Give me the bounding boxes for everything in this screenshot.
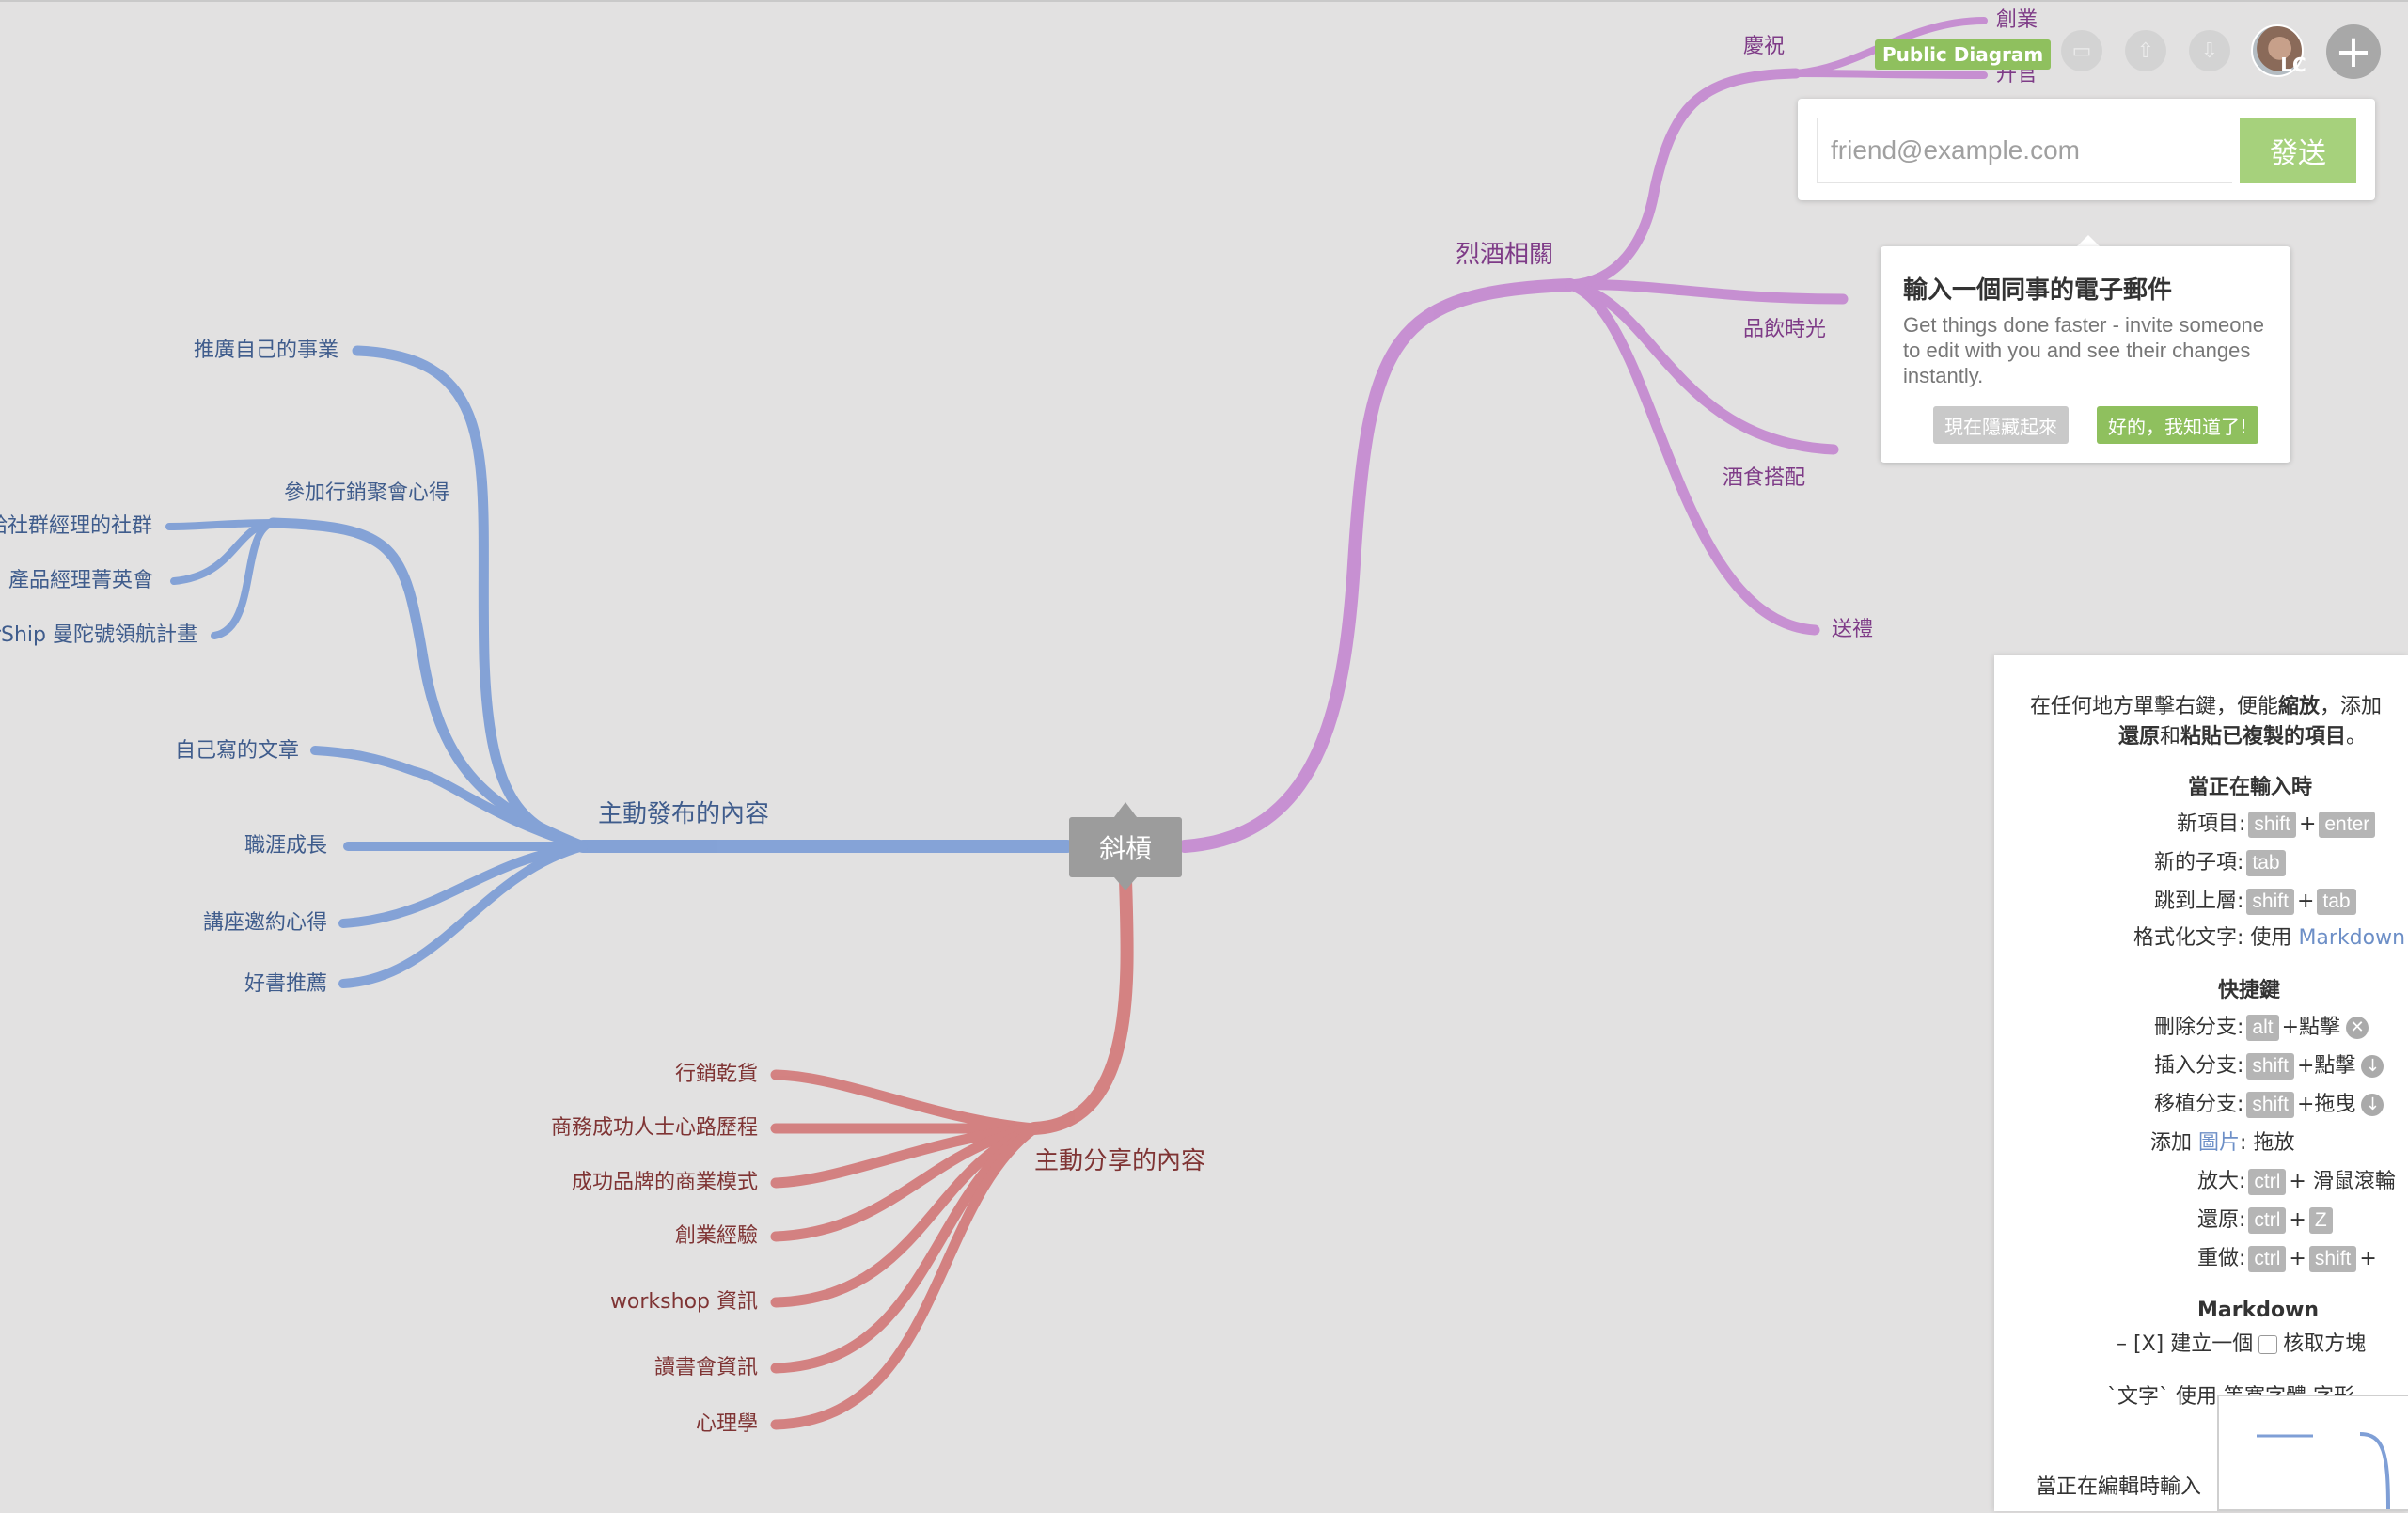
node-blue-sub[interactable]: 給社群經理的社群 [0,514,152,538]
help-panel: 在任何地方單擊右鍵，便能縮放，添加 還原和粘貼已複製的項目。 當正在輸入時 新項… [1994,655,2408,1511]
node-blue-sub[interactable]: MentorShip 曼陀號領航計畫 [0,623,197,647]
node-blue-child[interactable]: 好書推薦 [244,972,327,996]
window-top-border [0,0,2408,2]
help-redo: 重做:ctrl+shift+ [2197,1246,2377,1272]
node-pink-child[interactable]: 酒食搭配 [1723,466,1806,490]
shortcuts-heading: 快捷鍵 [2218,979,2281,1002]
branch-line-red-5 [770,1123,1040,1308]
help-format-text: 格式化文字: 使用 Markdown [2133,926,2406,950]
tip-body: Get things done faster - invite someone … [1903,313,2264,387]
invite-send-button[interactable]: 發送 [2240,118,2356,183]
branch-line-pink-pairing [1565,279,1839,455]
center-expand-arrow[interactable] [1114,877,1137,890]
node-blue-child[interactable]: 講座邀約心得 [202,911,327,935]
branch-line-red-1 [770,1069,1040,1134]
branch-line-red-7 [770,1123,1040,1430]
branch-line-red-4 [770,1123,1040,1242]
node-pink-sub[interactable]: 升官 [1996,63,2038,87]
node-red-child[interactable]: 心理學 [695,1412,758,1436]
center-node-label: 斜槓 [1098,833,1152,864]
node-pink-child[interactable]: 品飲時光 [1743,318,1827,341]
help-insert-branch: 插入分支:shift+點擊↓ [2154,1053,2384,1080]
branch-line-blue-book [338,842,588,988]
plus-icon: + [2334,25,2373,78]
node-blue-main[interactable]: 主動發布的內容 [598,800,770,828]
node-red-child[interactable]: 創業經驗 [674,1224,758,1248]
avatar[interactable] [2251,24,2304,77]
branch-line-blue-sub-3 [211,519,276,639]
node-red-child[interactable]: 成功品牌的商業模式 [571,1171,758,1194]
avatar-initials: LC [2280,54,2306,76]
help-move-branch: 移植分支:shift+拖曳↓ [2154,1092,2384,1118]
branch-line-blue-talk [338,842,588,928]
center-collapse-arrow[interactable] [1114,802,1137,817]
help-add-image: 添加 圖片: 拖放 [2150,1131,2295,1155]
checkbox-icon [2258,1335,2278,1354]
branch-line-pink-celebrate [1565,68,1802,291]
image-link[interactable]: 圖片 [2198,1131,2241,1155]
help-new-child: 新的子項:tab [2154,850,2289,876]
download-icon[interactable]: ⇩ [2189,30,2230,71]
editing-heading: 當正在編輯時輸入 [2036,1475,2202,1499]
node-pink-sub[interactable]: 創業 [1996,8,2038,32]
node-blue-sub[interactable]: 產品經理菁英會 [8,569,153,592]
branch-line-blue-event [267,517,589,852]
minimap-thumbnail[interactable] [2217,1395,2408,1511]
tip-ok-button[interactable]: 好的，我知道了! [2097,406,2259,444]
help-md-todo: – [X] 建立一個核取方塊 [2117,1332,2367,1356]
node-blue-child[interactable]: 職涯成長 [244,834,327,858]
add-collaborator-button[interactable]: + [2326,24,2381,79]
branch-line-pink-sub-2 [1792,70,1988,79]
node-pink-child[interactable]: 送禮 [1832,618,1874,641]
branch-line-red-main [1028,873,1134,1135]
branch-line-pink-gift [1565,279,1820,636]
help-new-item: 新項目:shift+enter [2177,812,2378,838]
tip-arrow [2077,235,2100,246]
node-red-main[interactable]: 主動分享的內容 [1034,1147,1206,1175]
invite-popup: 發送 [1798,99,2375,200]
public-diagram-badge[interactable]: Public Diagram [1875,39,2052,70]
node-red-child[interactable]: workshop 資訊 [609,1290,758,1314]
node-red-child[interactable]: 讀書會資訊 [653,1356,758,1379]
typing-heading: 當正在輸入時 [2188,776,2313,799]
minimap-preview [2257,1432,2390,1510]
help-delete-branch: 刪除分支:alt+點擊✕ [2154,1015,2369,1041]
markdown-link[interactable]: Markdown [2298,926,2406,950]
branch-line-pink-tasting [1565,279,1849,305]
branch-line-red-6 [770,1123,1040,1374]
help-zoom: 放大:ctrl+ 滑鼠滾輪 [2197,1169,2396,1195]
present-icon[interactable]: ▭ [2061,30,2102,71]
close-icon: ✕ [2346,1017,2369,1039]
branch-line-pink-main [1178,278,1577,853]
help-intro-line-2: 還原和粘貼已複製的項目。 [2118,725,2368,749]
node-pink-main[interactable]: 烈酒相關 [1456,241,1554,269]
help-undo: 還原:ctrl+Z [2197,1207,2336,1234]
branch-line-blue-article [310,746,588,851]
tip-title: 輸入一個同事的電子郵件 [1903,276,2173,305]
help-intro-line-1: 在任何地方單擊右鍵，便能縮放，添加 [2030,695,2383,718]
tip-hide-button[interactable]: 現在隱藏起來 [1933,406,2069,444]
node-red-child[interactable]: 商務成功人士心路歷程 [550,1116,758,1140]
invite-email-input[interactable] [1817,118,2232,183]
node-blue-child[interactable]: 參加行銷聚會心得 [284,481,450,505]
upload-icon[interactable]: ⇧ [2125,30,2166,71]
arrow-down-icon: ↓ [2361,1094,2384,1116]
node-blue-child[interactable]: 自己寫的文章 [174,739,299,763]
markdown-heading: Markdown [2197,1299,2320,1322]
invite-tip-popup: 輸入一個同事的電子郵件 Get things done faster - inv… [1881,246,2290,463]
branch-lines [165,17,1988,1430]
node-red-child[interactable]: 行銷乾貨 [674,1063,758,1086]
arrow-down-icon: ↓ [2361,1055,2384,1078]
node-blue-child[interactable]: 推廣自己的事業 [193,339,338,362]
node-pink-child[interactable]: 慶祝 [1743,35,1786,58]
branch-line-red-3 [770,1123,1040,1189]
help-jump-parent: 跳到上層:shift+tab [2154,889,2359,915]
center-node[interactable]: 斜槓 [1069,817,1182,877]
